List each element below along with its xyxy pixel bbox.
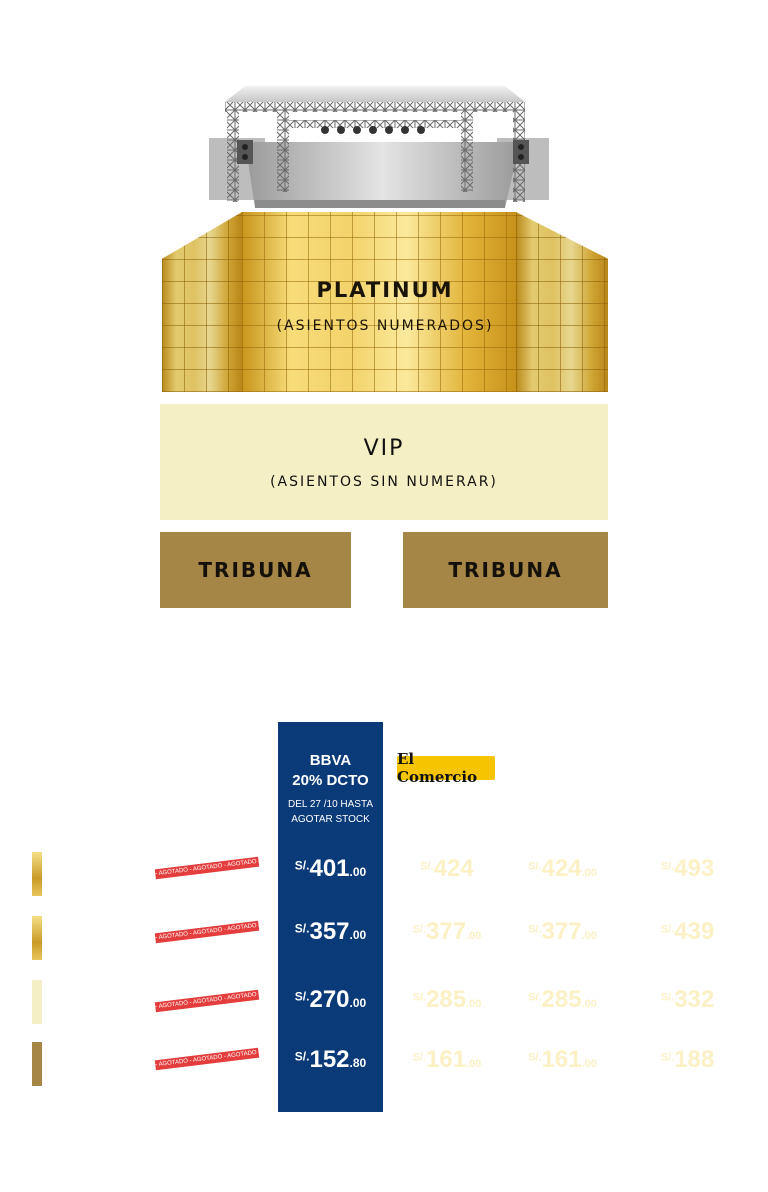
price-int: 285: [541, 986, 582, 1013]
agotado-stamp: - AGOTADO - AGOTADO - AGOTADO - AGOTADO: [154, 989, 260, 1013]
tribuna-right-label: TRIBUNA: [448, 558, 563, 582]
currency: S/.: [528, 1051, 542, 1064]
currency: S/.: [412, 923, 427, 936]
price-int: 377: [426, 918, 467, 945]
price-basico-row3: S/.285.00: [515, 986, 610, 1014]
currency: S/.: [528, 860, 542, 873]
price-dec: .00: [581, 930, 597, 942]
header-preventa-faint: ​: [150, 770, 270, 786]
platinum-right-section[interactable]: [516, 212, 608, 392]
price-dec: .00: [349, 996, 367, 1010]
row-color-bar-platinum-central: [32, 852, 42, 896]
currency: S/.: [294, 921, 310, 936]
price-bbva-row1: S/.401.00: [278, 855, 383, 883]
currency: S/.: [294, 989, 310, 1004]
vip-subtitle: (ASIENTOS SIN NUMERAR): [270, 474, 498, 490]
price-int: 188: [674, 1046, 715, 1073]
currency: S/.: [420, 860, 434, 873]
stage-illustration: [209, 86, 549, 208]
currency: S/.: [660, 1051, 675, 1064]
vip-section[interactable]: [160, 404, 608, 520]
price-int: 332: [674, 986, 715, 1013]
price-basico-row2: S/.377.00: [515, 918, 610, 946]
price-dec: .00: [466, 930, 482, 942]
tribuna-left-label: TRIBUNA: [198, 558, 313, 582]
row-color-bar-platinum-lateral: [32, 916, 42, 960]
platinum-title: PLATINUM: [316, 278, 454, 302]
platinum-subtitle: (ASIENTOS NUMERADOS): [276, 318, 494, 334]
price-dec: .00: [349, 865, 367, 879]
currency: S/.: [294, 1049, 310, 1064]
currency: S/.: [528, 923, 542, 936]
price-dec: .00: [581, 998, 597, 1010]
bbva-period-line2: AGOTAR STOCK: [291, 814, 370, 825]
currency: S/.: [528, 991, 542, 1004]
el-comercio-logo: El Comercio: [397, 750, 495, 786]
price-regular-row2: S/.439: [630, 918, 745, 946]
row-color-bar-tribuna: [32, 1042, 42, 1086]
currency: S/.: [294, 858, 310, 873]
price-dec: .00: [466, 1058, 482, 1070]
price-comercio-row2: S/.377.00: [398, 918, 496, 946]
price-int: 493: [674, 855, 715, 882]
bbva-header-discount: 20% DCTO: [292, 772, 369, 789]
price-dec: .80: [349, 1056, 367, 1070]
price-comercio-row4: S/.161.00: [398, 1046, 496, 1074]
price-regular-row3: S/.332: [630, 986, 745, 1014]
price-int: 270: [309, 986, 350, 1013]
price-bbva-row4: S/.152.80: [278, 1046, 383, 1074]
price-bbva-row2: S/.357.00: [278, 918, 383, 946]
price-int: 424: [541, 855, 582, 882]
bbva-period-line1: DEL 27 /10 HASTA: [287, 799, 374, 810]
price-dec: .00: [581, 1058, 597, 1070]
currency: S/.: [660, 860, 675, 873]
price-int: 161: [541, 1046, 582, 1073]
price-int: 152: [309, 1046, 350, 1073]
header-regular-faint: ​: [630, 752, 745, 768]
price-basico-row1: S/.424.00: [515, 855, 610, 883]
price-regular-row1: S/.493: [630, 855, 745, 883]
price-comercio-row3: S/.285.00: [398, 986, 496, 1014]
price-dec: .00: [349, 928, 367, 942]
price-int: 357: [309, 918, 350, 945]
platinum-left-section[interactable]: [162, 212, 242, 392]
price-basico-row4: S/.161.00: [515, 1046, 610, 1074]
agotado-stamp: - AGOTADO - AGOTADO - AGOTADO - AGOTADO: [154, 856, 260, 880]
price-int: 285: [426, 986, 467, 1013]
row-color-bar-vip: [32, 980, 42, 1024]
price-int: 439: [674, 918, 715, 945]
currency: S/.: [660, 991, 675, 1004]
price-int: 424: [433, 855, 474, 882]
price-regular-row4: S/.188: [630, 1046, 745, 1074]
agotado-stamp: - AGOTADO - AGOTADO - AGOTADO - AGOTADO: [154, 1047, 260, 1071]
bbva-header-period: DEL 27 /10 HASTA AGOTAR STOCK: [278, 797, 383, 827]
price-dec: .00: [466, 998, 482, 1010]
price-dec: .00: [581, 867, 597, 879]
bbva-header-name: BBVA: [309, 752, 352, 769]
platinum-center-section[interactable]: [242, 212, 516, 392]
price-bbva-row3: S/.270.00: [278, 986, 383, 1014]
price-int: 377: [541, 918, 582, 945]
currency: S/.: [412, 1051, 427, 1064]
price-comercio-row1: S/.424: [398, 855, 496, 883]
tribuna-right-section[interactable]: TRIBUNA: [403, 532, 608, 608]
price-int: 401: [309, 855, 350, 882]
currency: S/.: [412, 991, 427, 1004]
price-int: 161: [426, 1046, 467, 1073]
currency: S/.: [660, 923, 675, 936]
tribuna-left-section[interactable]: TRIBUNA: [160, 532, 351, 608]
header-basico-faint: ​: [515, 752, 610, 768]
bbva-price-column: [278, 722, 383, 1112]
vip-title: VIP: [363, 436, 405, 461]
agotado-stamp: - AGOTADO - AGOTADO - AGOTADO - AGOTADO: [154, 920, 260, 944]
